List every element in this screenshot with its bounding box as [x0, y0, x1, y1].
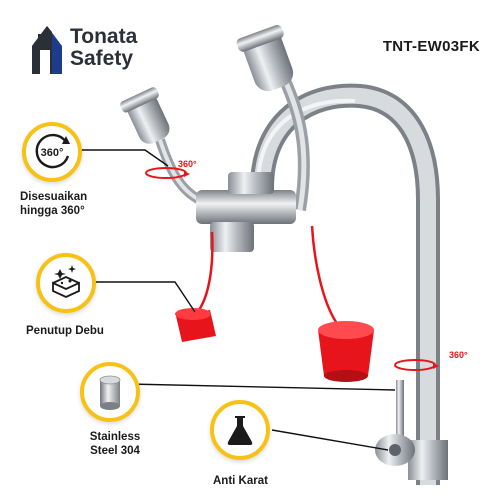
- feature-rotate-badge: 360°: [22, 122, 82, 182]
- rotate-icon-text: 360°: [41, 147, 64, 159]
- feature-rust-badge: [210, 400, 270, 460]
- feature-rotate-label: Disesuaikan hingga 360°: [20, 190, 87, 218]
- faucet-base: [408, 440, 448, 480]
- feature-rust-label: Anti Karat: [213, 475, 268, 487]
- dust-cover-icon: [52, 265, 80, 298]
- dust-cap-chain-right: [310, 225, 338, 323]
- feature-rotate-line2: hingga 360°: [20, 205, 85, 217]
- faucet-lever: [396, 380, 404, 440]
- steel-cylinder-icon: [99, 375, 121, 410]
- dust-cap-left: [175, 308, 216, 342]
- brand-line2: Safety: [70, 47, 134, 70]
- rotate-360-icon: 360°: [35, 133, 70, 169]
- feature-steel-line2: Steel 304: [90, 445, 140, 457]
- feature-rotate-line1: Disesuaikan: [20, 191, 88, 203]
- model-code: TNT-EW03FK: [382, 38, 480, 55]
- brand-name: Tonata Safety: [70, 26, 137, 70]
- feature-steel-line1: Stainless: [89, 431, 141, 443]
- feature-dust-label: Penutup Debu: [26, 325, 104, 337]
- feature-dust-badge: [36, 253, 96, 313]
- manifold-outlet: [210, 222, 254, 252]
- feature-steel-badge: [80, 362, 140, 422]
- flask-icon: [227, 416, 253, 445]
- brand-logo: Tonata Safety: [30, 20, 140, 80]
- spray-head-right: [236, 25, 294, 92]
- dust-cap-right: [318, 321, 374, 382]
- rotation-mark-head: 360°: [178, 159, 197, 169]
- house-logo-icon: [32, 26, 62, 74]
- rotation-mark-base: 360°: [449, 350, 468, 360]
- feature-steel-label: Stainless Steel 304: [80, 430, 150, 458]
- spray-head-left: [120, 87, 170, 144]
- manifold: [196, 190, 296, 224]
- brand-line1: Tonata: [70, 25, 138, 48]
- gooseneck-pipe: [254, 87, 436, 485]
